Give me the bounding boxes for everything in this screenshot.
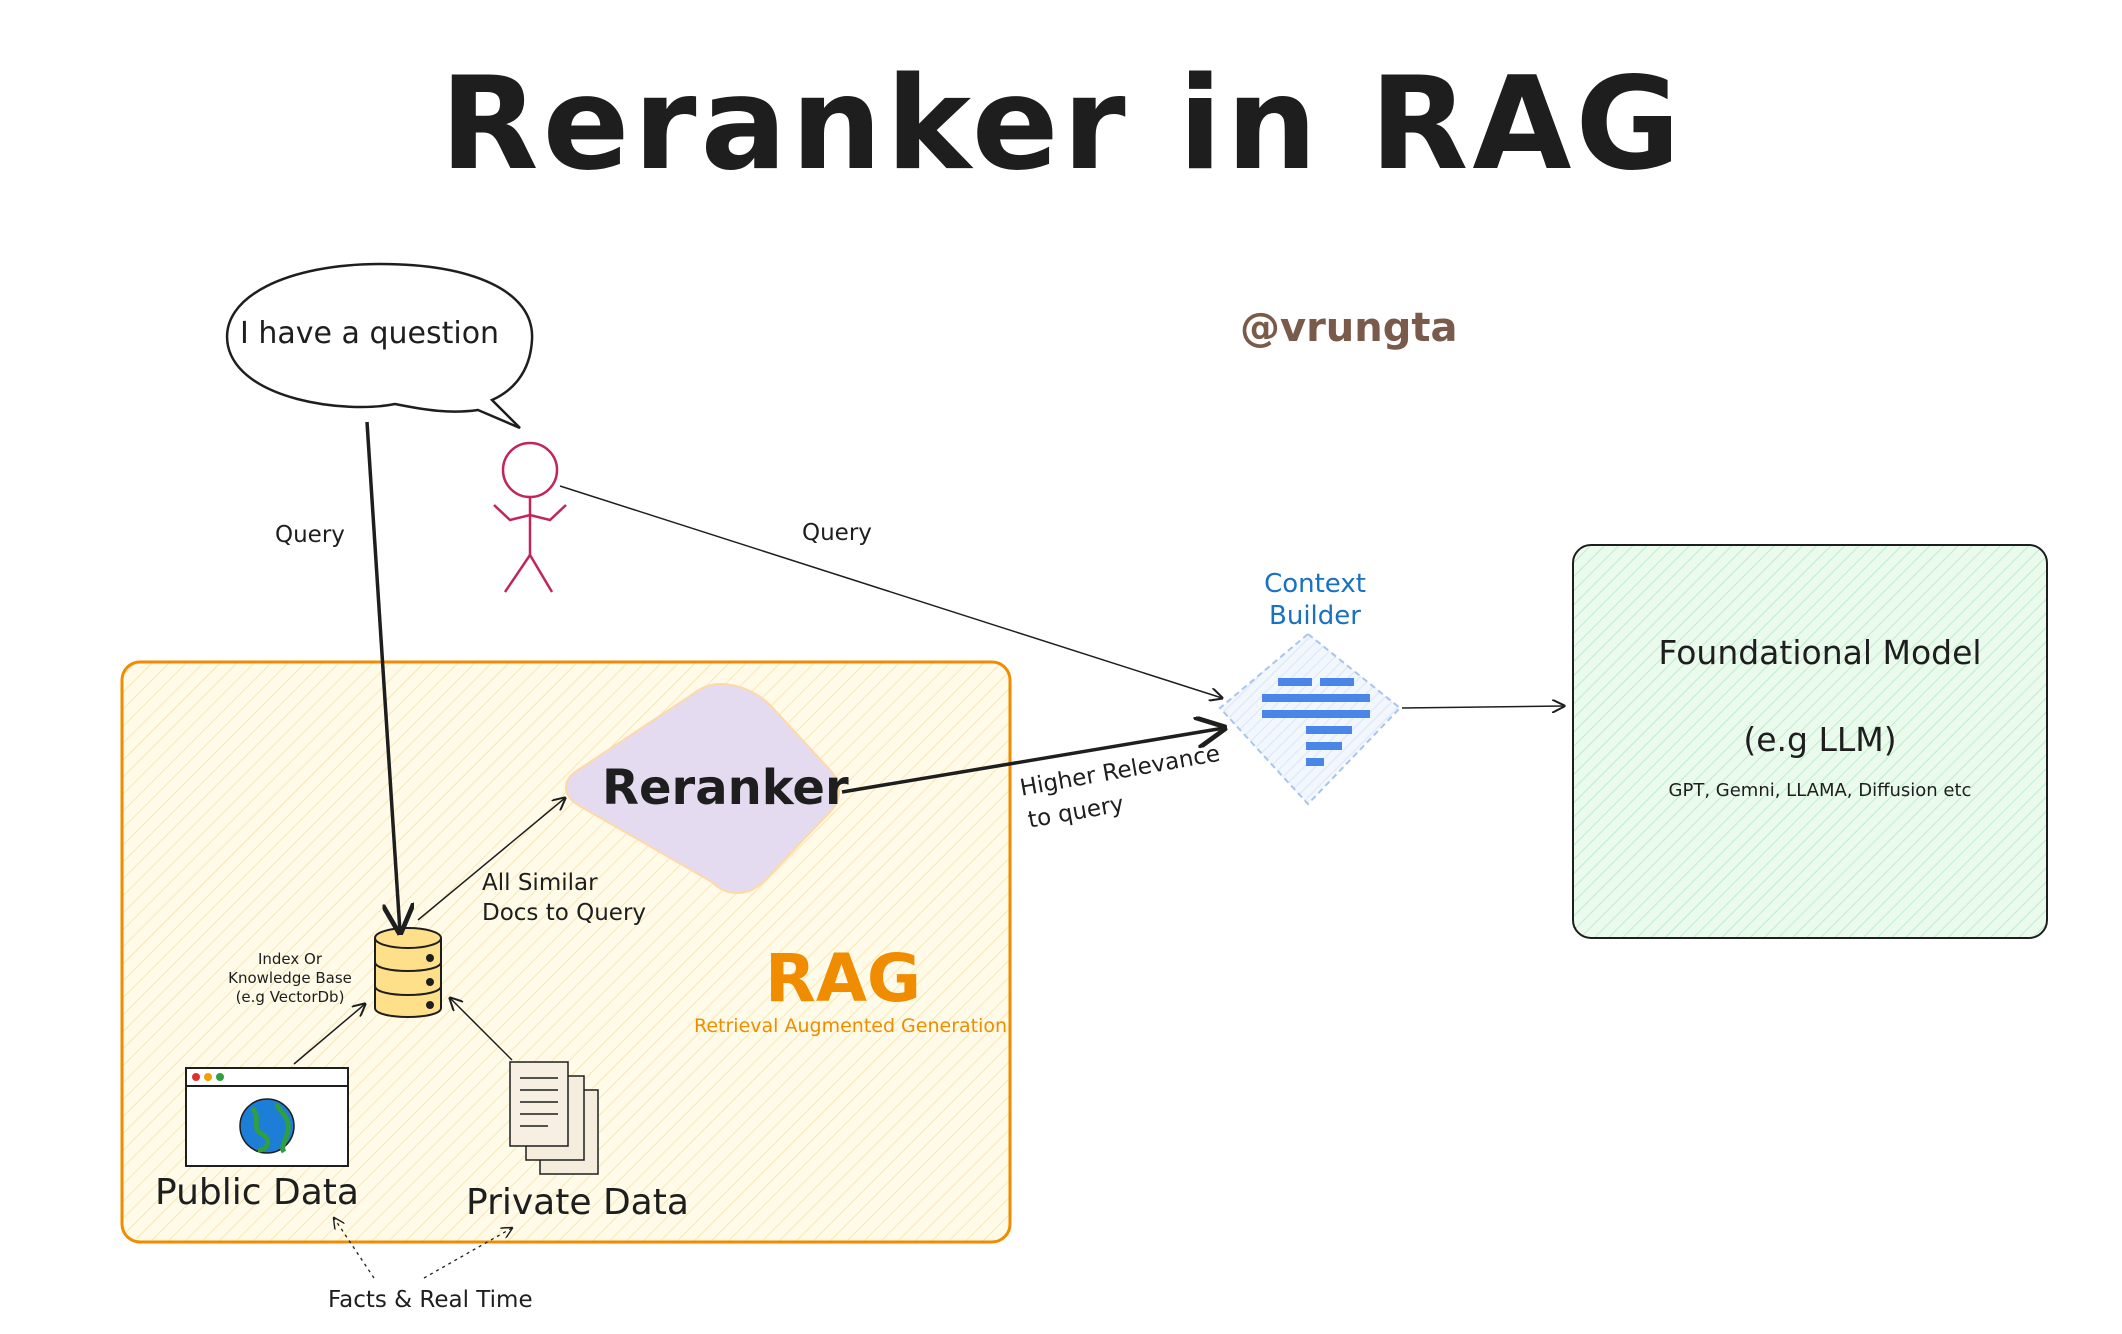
private-data-label: Private Data	[466, 1182, 689, 1223]
rag-subtitle: Retrieval Augmented Generation	[694, 1015, 1008, 1037]
model-subtitle: (e.g LLM)	[1743, 720, 1897, 759]
arrow-person-to-context	[559, 485, 1222, 698]
person-icon	[493, 441, 567, 593]
reranker-diamond	[565, 682, 840, 895]
arrow-query-to-index	[365, 421, 400, 932]
documents-icon	[509, 1061, 599, 1175]
context-builder-diamond	[1218, 632, 1402, 806]
database-icon	[374, 927, 442, 1018]
author-handle: @vrungta	[1240, 305, 1458, 351]
context-builder-label: Context Builder	[1264, 569, 1366, 631]
edge-label-query-left: Query	[275, 522, 345, 548]
public-data-label: Public Data	[155, 1172, 359, 1213]
speech-bubble-text: I have a question	[240, 316, 500, 351]
edge-label-similar-1: All Similar	[482, 870, 598, 896]
arrow-facts-to-public	[334, 1218, 375, 1279]
page-title: Reranker in RAG	[440, 50, 1685, 199]
facts-label: Facts & Real Time	[328, 1287, 533, 1313]
reranker-label: Reranker	[602, 760, 849, 816]
arrow-index-to-reranker	[417, 798, 565, 921]
model-examples: GPT, Gemni, LLAMA, Diffusion etc	[1668, 780, 1972, 801]
edge-label-similar-2: Docs to Query	[482, 900, 647, 926]
filter-icon	[1262, 678, 1370, 766]
model-title: Foundational Model	[1658, 633, 1982, 672]
arrow-reranker-to-context	[841, 728, 1224, 794]
browser-globe-icon	[185, 1067, 349, 1167]
rag-label: RAG	[765, 940, 922, 1017]
arrow-context-to-model	[1401, 706, 1564, 708]
index-label: Index Or Knowledge Base (e.g VectorDb)	[228, 950, 352, 1006]
arrow-public-to-index	[293, 1004, 365, 1065]
foundational-model-box	[1572, 544, 2048, 939]
edge-label-query-right: Query	[802, 520, 872, 546]
arrow-private-to-index	[450, 998, 513, 1061]
speech-bubble-icon	[225, 262, 534, 430]
arrow-facts-to-private	[423, 1228, 512, 1279]
